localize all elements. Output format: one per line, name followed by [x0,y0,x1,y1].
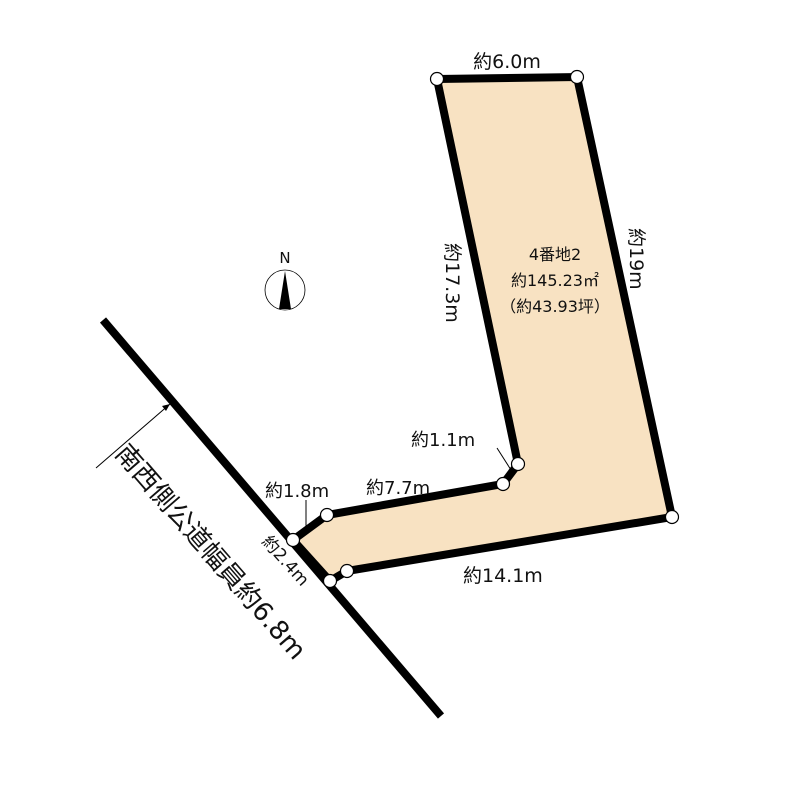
dim-inner-bottom: 約7.7m [366,478,430,499]
compass-label: N [279,249,290,267]
leader-notch [496,447,512,471]
vertex-markers [285,69,680,589]
dim-left: 約17.3m [441,243,463,323]
lot-area-sqm: 約145.23㎡ [511,271,599,290]
road-boundary-line [99,317,445,719]
road-width-leader [95,403,171,469]
dim-corner-upper: 約1.8m [265,481,329,502]
dim-right: 約19m [625,228,647,290]
lot-polygon[interactable] [287,72,677,587]
dim-top: 約6.0m [473,51,541,73]
north-arrow-icon [279,271,291,309]
north-compass: N [264,249,306,311]
dim-notch: 約1.1m [411,430,475,451]
lot-name: 4番地2 [529,245,581,264]
dim-bottom: 約14.1m [463,565,543,587]
arrow-head-icon [162,404,170,411]
lot-area-tsubo: （約43.93坪） [500,297,610,316]
